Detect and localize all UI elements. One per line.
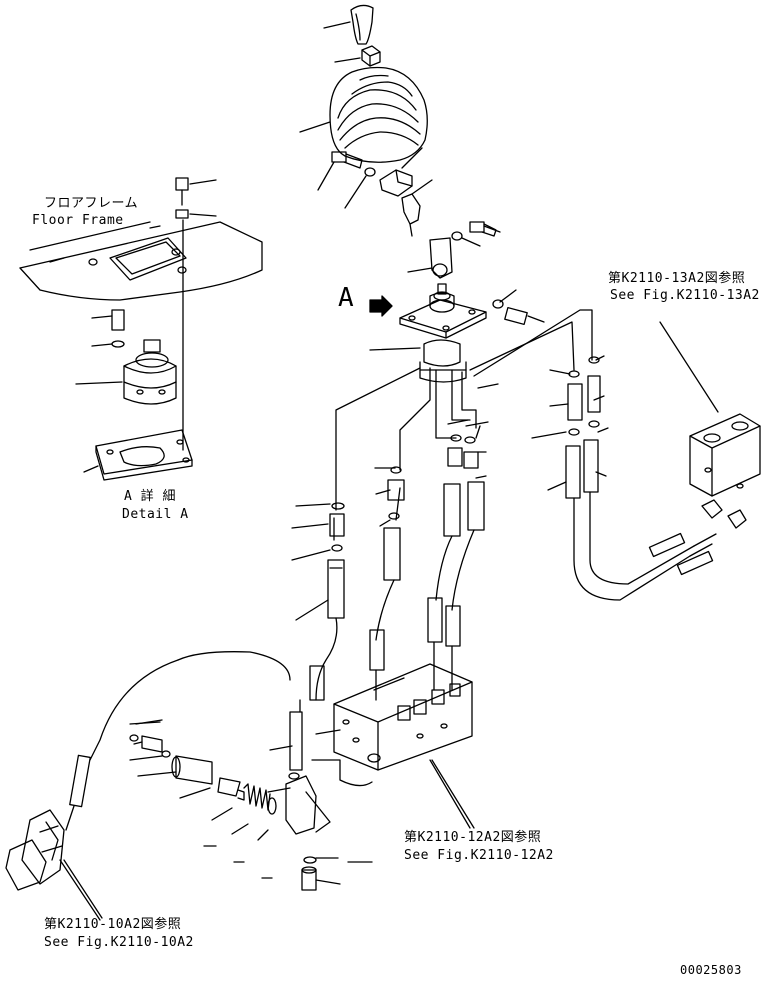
floor-frame-label-jp: フロアフレーム (44, 196, 139, 211)
left-valve-assembly (89, 651, 373, 891)
control-valve-block (333, 663, 473, 829)
reference-13a2-jp: 第K2110-13A2図参照 (608, 271, 746, 286)
reference-leaders (63, 321, 719, 919)
left-hose-switch (5, 754, 101, 921)
view-arrow (369, 295, 393, 317)
floor-frame (19, 177, 263, 451)
valve-block-right (648, 413, 761, 576)
detail-a-label-jp: A 詳 細 (124, 489, 176, 504)
lever-nut (334, 45, 381, 67)
linkage-parts (317, 147, 545, 326)
reference-10a2-jp: 第K2110-10A2図参照 (44, 917, 182, 932)
reference-13a2-en: See Fig.K2110-13A2 (610, 288, 760, 303)
detail-a-parts (75, 309, 193, 481)
ppc-valve (369, 283, 487, 383)
floor-frame-label-en: Floor Frame (32, 213, 124, 228)
reference-12a2-jp: 第K2110-12A2図参照 (404, 830, 542, 845)
reference-10a2-en: See Fig.K2110-10A2 (44, 935, 194, 950)
detail-a-label-en: Detail A (122, 507, 189, 522)
drawing-number: 00025803 (680, 963, 742, 977)
view-marker-a: A (338, 283, 354, 313)
lever-knob (323, 4, 374, 45)
leader-ticks (129, 355, 609, 885)
rubber-boot (299, 66, 428, 163)
hose-lines (309, 309, 717, 701)
reference-12a2-en: See Fig.K2110-12A2 (404, 848, 554, 863)
